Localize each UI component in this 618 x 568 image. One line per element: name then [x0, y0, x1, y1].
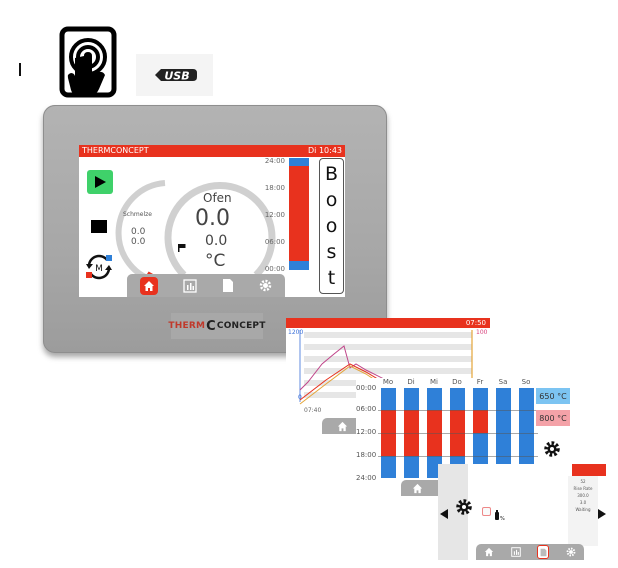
grid-line: [378, 456, 538, 457]
graph-header: 07:50: [286, 318, 490, 328]
nav-home[interactable]: [139, 276, 158, 295]
melt-label: Schmelze: [123, 211, 152, 218]
stop-button[interactable]: [91, 220, 107, 233]
high-temp-button[interactable]: 800 °C: [536, 410, 570, 426]
svg-text:M: M: [95, 264, 103, 274]
svg-text:USB: USB: [164, 70, 189, 83]
flag-icon: [177, 238, 187, 257]
settings-header: [572, 464, 606, 476]
program-values-panel: 52 Rise Rate 300.0 3.0 Waiting: [568, 476, 598, 546]
option-checkbox[interactable]: [482, 507, 491, 516]
gas-bottle-icon: %: [494, 506, 506, 525]
gear-icon: [544, 441, 560, 457]
furnace-gauge: Ofen 0.0 0.0 °C: [162, 173, 278, 289]
device-brand-logo: THERM C CONCEPT: [168, 313, 265, 339]
gear-icon: [260, 279, 272, 292]
day-label: Mo: [382, 378, 394, 386]
time-tick: 00:00: [264, 265, 285, 273]
day-label: Fr: [476, 378, 484, 386]
text-cursor-mark: [19, 63, 21, 76]
hour-label: 24:00: [356, 474, 377, 482]
main-screen: THERMCONCEPT Di 10:43 M Schmelze: [79, 145, 345, 297]
day-label: So: [521, 378, 531, 386]
day-label: Do: [452, 378, 462, 386]
melt-setpoint: 0.0: [131, 237, 146, 247]
rise-rate-label: Rise Rate: [573, 486, 593, 491]
day-label: Di: [407, 378, 415, 386]
settings-bottom-nav: [476, 544, 584, 560]
nav-home[interactable]: [337, 421, 348, 432]
arrow-left-icon: [440, 509, 448, 519]
bottom-nav: [127, 274, 285, 297]
program-settings-screen: % 52 Rise Rate 300.0 3.0 Waiting: [438, 464, 606, 560]
time-tick: 06:00: [264, 238, 285, 246]
graph-bottom-nav: [322, 418, 362, 434]
svg-text:%: %: [500, 516, 505, 521]
hour-label: 18:00: [356, 451, 377, 459]
hour-label: 12:00: [356, 428, 377, 436]
touch-screen-icon: [59, 26, 117, 98]
grid-line: [378, 433, 538, 434]
screen-header: THERMCONCEPT Di 10:43: [79, 145, 345, 157]
furnace-label: Ofen: [203, 191, 232, 205]
previous-arrow[interactable]: [440, 504, 448, 523]
furnace-setpoint: 0.0: [205, 233, 228, 249]
boost-button[interactable]: B o o s t: [319, 158, 344, 294]
home-icon: [143, 280, 154, 291]
nav-document[interactable]: [537, 545, 550, 559]
home-icon: [485, 547, 494, 557]
furnace-unit: °C: [205, 251, 226, 271]
arrow-right-icon: [598, 509, 606, 519]
play-button[interactable]: [87, 170, 113, 194]
nav-chart[interactable]: [183, 278, 197, 293]
y-axis-max-right: 100: [476, 329, 488, 336]
manual-mode-button[interactable]: M: [84, 252, 114, 282]
target-temp-value: 300.0: [577, 493, 589, 498]
chart-icon: [511, 547, 521, 557]
day-label: Sa: [498, 378, 508, 386]
nav-chart[interactable]: [511, 547, 521, 557]
play-icon: [95, 176, 106, 188]
furnace-value: 0.0: [195, 206, 230, 231]
y-axis-min-left: 0: [298, 394, 302, 401]
time-tick: 24:00: [264, 157, 285, 165]
gear-icon: [456, 499, 472, 515]
nav-document[interactable]: [222, 278, 234, 293]
nav-home[interactable]: [484, 547, 494, 557]
y-axis-max-left: 1200: [288, 329, 304, 336]
status-value: Waiting: [575, 507, 591, 512]
day-label: Mi: [430, 378, 438, 386]
hour-label: 06:00: [356, 405, 377, 413]
day-program-bar: [289, 158, 309, 270]
document-icon: [540, 548, 547, 556]
nav-settings[interactable]: [566, 547, 576, 557]
controller-device: THERMCONCEPT Di 10:43 M Schmelze: [43, 105, 387, 353]
usb-badge: USB: [136, 54, 213, 96]
x-axis-start: 07:40: [304, 407, 322, 414]
settings-gear-button[interactable]: [455, 498, 473, 520]
melt-value: 0.0: [131, 227, 146, 237]
day-time-axis: 24:00 18:00 12:00 06:00 00:00: [257, 157, 295, 277]
chart-icon: [183, 278, 197, 293]
nav-settings[interactable]: [259, 279, 272, 292]
hold-time-value: 3.0: [579, 500, 587, 505]
segment-number: 52: [580, 479, 586, 484]
usb-icon: USB: [154, 69, 197, 83]
screen-clock: Di 10:43: [308, 146, 342, 155]
home-icon: [337, 421, 347, 431]
next-arrow[interactable]: [598, 504, 606, 523]
time-tick: 18:00: [264, 184, 285, 192]
gear-icon: [566, 547, 576, 557]
home-icon: [412, 483, 422, 493]
low-temp-button[interactable]: 650 °C: [536, 388, 570, 404]
nav-home[interactable]: [412, 483, 423, 494]
document-icon: [223, 279, 234, 292]
schedule-settings-button[interactable]: [543, 440, 561, 462]
mode-switch-icon: M: [86, 254, 112, 280]
time-tick: 12:00: [264, 211, 285, 219]
screen-title: THERMCONCEPT: [82, 146, 149, 155]
grid-line: [378, 410, 538, 411]
hour-label: 00:00: [356, 384, 377, 392]
